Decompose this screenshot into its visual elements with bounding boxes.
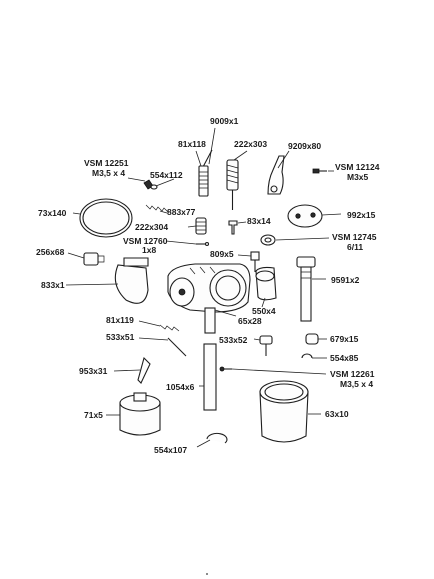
part-screw-533x52: [259, 335, 273, 356]
part-pin-533x51: [167, 337, 187, 357]
label-vsm12251-a: VSM 12251: [84, 158, 129, 168]
part-clamp-833: [114, 257, 149, 304]
part-float-71x5: [119, 392, 161, 436]
label-vsm12124-b: M3x5: [347, 172, 369, 182]
part-float-bowl-63x10: [259, 380, 309, 443]
part-lever-9209: [267, 155, 285, 195]
label-222x303: 222x303: [234, 139, 267, 149]
label-554x85: 554x85: [330, 353, 359, 363]
part-screw-vsm12124: [312, 168, 327, 174]
label-833x1: 833x1: [41, 280, 65, 290]
label-vsm12251-b: M3,5 x 4: [92, 168, 125, 178]
label-81x119: 81x119: [106, 315, 134, 325]
label-81x118: 81x118: [178, 139, 206, 149]
label-533x51: 533x51: [106, 332, 135, 342]
part-spring-81x119: [159, 324, 180, 332]
label-vsm12760-b: 1x8: [142, 245, 156, 255]
label-1054x6: 1054x6: [166, 382, 195, 392]
part-clip-554x107: [206, 432, 228, 444]
part-washer-554x112: [150, 184, 158, 190]
label-554x112: 554x112: [150, 170, 183, 180]
part-gasket-ring-73x140: [79, 198, 133, 238]
label-vsm12760-a: VSM 12760: [123, 236, 168, 246]
label-679x15: 679x15: [330, 334, 359, 344]
label-65x28: 65x28: [238, 316, 262, 326]
part-jet-222x303: [226, 159, 239, 210]
part-jet-222x304: [195, 217, 207, 235]
label-83x14: 83x14: [247, 216, 271, 226]
label-953x31: 953x31: [79, 366, 108, 376]
part-screw-256x68: [83, 252, 105, 266]
label-809x5: 809x5: [210, 249, 234, 259]
part-pin-83x14: [228, 220, 238, 235]
label-71x5: 71x5: [84, 410, 103, 420]
label-992x15: 992x15: [347, 210, 376, 220]
label-vsm12261-b: M3,5 x 4: [340, 379, 373, 389]
label-256x68: 256x68: [36, 247, 65, 257]
part-plate-992x15: [287, 204, 323, 228]
part-screw-vsm12261: [219, 366, 232, 372]
part-clip-554x85: [301, 353, 313, 359]
part-cotter-vsm12760: [196, 241, 210, 247]
label-550x4: 550x4: [252, 306, 276, 316]
part-tube-1054: [203, 343, 217, 411]
label-222x304: 222x304: [135, 222, 168, 232]
label-73x140: 73x140: [38, 208, 67, 218]
part-spring-883x77: [145, 204, 169, 213]
label-9591x2: 9591x2: [331, 275, 360, 285]
label-883x77: 883x77: [167, 207, 196, 217]
label-vsm12745-b: 6/11: [347, 242, 363, 252]
part-carburetor-body-65x28: [167, 263, 251, 334]
part-rod-9591: [296, 256, 316, 322]
label-vsm12261-a: VSM 12261: [330, 369, 375, 379]
label-533x52: 533x52: [219, 335, 248, 345]
label-vsm12745-a: VSM 12745: [332, 232, 377, 242]
label-554x107: 554x107: [154, 445, 187, 455]
part-sleeve-550x4: [255, 266, 277, 301]
label-9009x1: 9009x1: [210, 116, 239, 126]
part-spacer-679x15: [305, 333, 319, 345]
part-needle-953x31: [137, 356, 151, 384]
part-washer-vsm12745: [260, 234, 276, 246]
label-9209x80: 9209x80: [288, 141, 321, 151]
label-63x10: 63x10: [325, 409, 349, 419]
scan-speck: [206, 573, 208, 575]
label-vsm12124-a: VSM 12124: [335, 162, 380, 172]
leader-lines: [65, 127, 342, 448]
